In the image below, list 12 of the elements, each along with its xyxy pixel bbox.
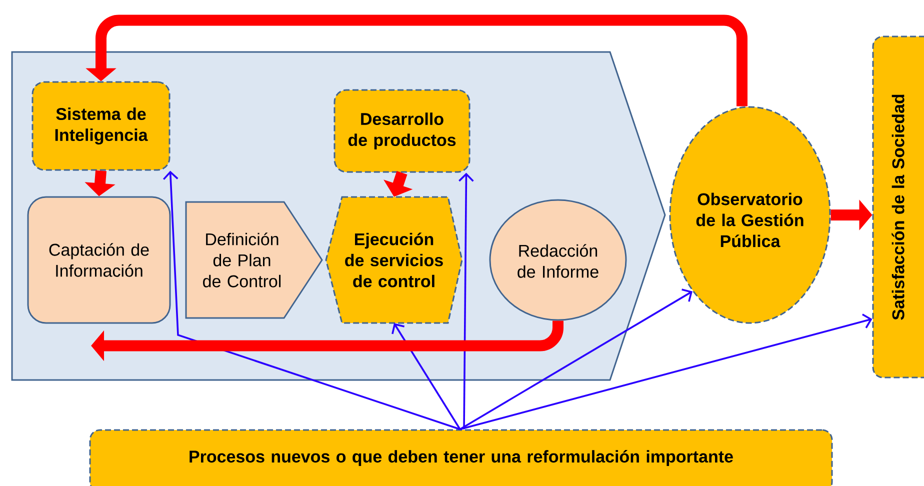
process-box: Captación de Información [27,196,171,324]
process-hexagon: Ejecución de servicios de control [325,196,463,324]
arrow [460,314,872,430]
process-box: Satisfacción de la Sociedad [872,36,924,378]
process-box: Procesos nuevos o que deben tener una reformulación importante [89,429,833,486]
process-box: Desarrollo de productos [334,89,470,173]
process-box: Sistema de Inteligencia [32,81,170,171]
arrow [458,172,474,430]
arrow [460,288,692,430]
arrow [163,170,460,430]
arrow [392,323,461,430]
process-pentagon: Definición de Plan de Control [185,201,323,319]
